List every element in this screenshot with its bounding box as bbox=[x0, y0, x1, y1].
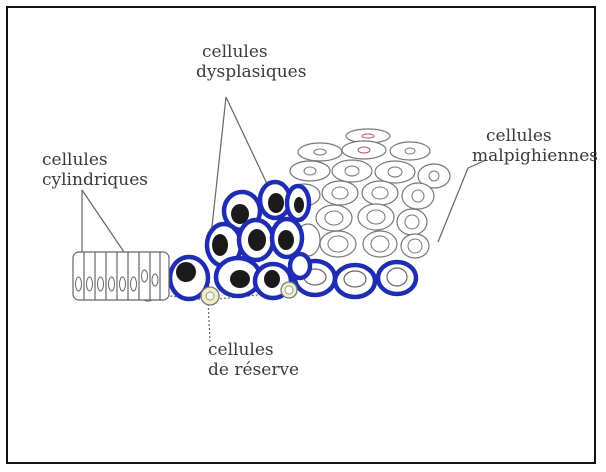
label-malpighian-line2: malpighiennes bbox=[472, 146, 598, 166]
label-cylindrical: cellules cylindriques bbox=[42, 150, 148, 190]
label-dysplastic-line1: cellules bbox=[196, 42, 306, 62]
malpighian-basal-cells bbox=[295, 261, 416, 297]
cylindrical-cells bbox=[73, 252, 169, 300]
label-reserve: cellules de réserve bbox=[208, 340, 299, 380]
label-cylindrical-line2: cylindriques bbox=[42, 170, 148, 190]
label-dysplastic: cellules dysplasiques bbox=[196, 42, 306, 82]
label-reserve-line2: de réserve bbox=[208, 360, 299, 380]
label-malpighian: cellules malpighiennes bbox=[472, 126, 598, 166]
label-dysplastic-line2: dysplasiques bbox=[196, 62, 306, 82]
label-cylindrical-line1: cellules bbox=[42, 150, 148, 170]
label-reserve-line1: cellules bbox=[208, 340, 299, 360]
label-malpighian-line1: cellules bbox=[472, 126, 598, 146]
